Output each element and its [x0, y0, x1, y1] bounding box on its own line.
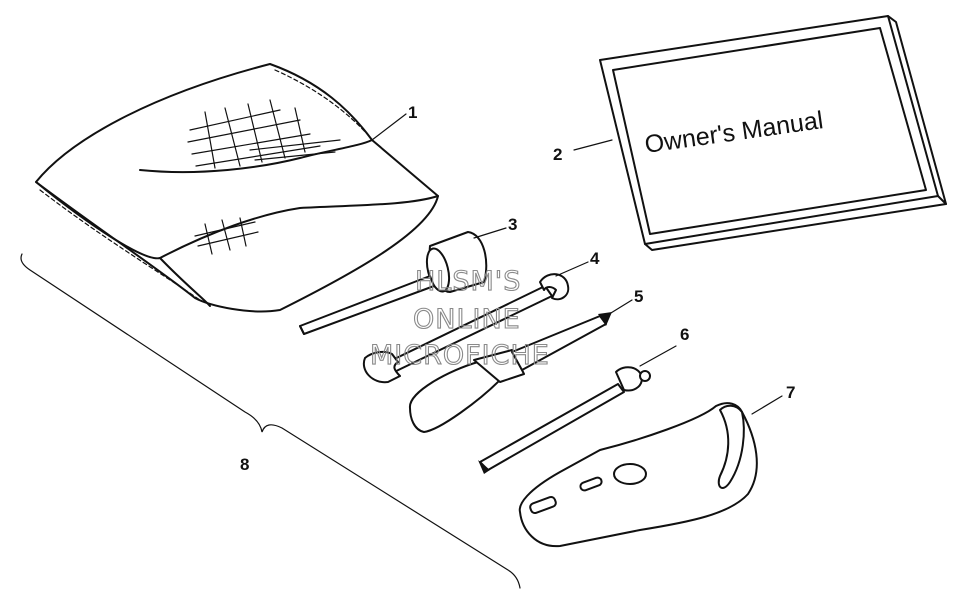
callout-1: 1: [408, 103, 417, 122]
leader-2: [573, 139, 613, 151]
leader-4: [555, 261, 589, 277]
callout-6: 6: [680, 325, 689, 344]
callout-2: 2: [553, 145, 562, 164]
watermark: HLSM'S ONLINE MICROFICHE: [369, 265, 550, 371]
spark-plug-wrench: [299, 231, 488, 335]
svg-text:ONLINE: ONLINE: [413, 304, 521, 335]
leader-5: [605, 299, 633, 317]
leader-3: [473, 227, 507, 239]
callout-8: 8: [240, 455, 249, 474]
spanner-wrench: [518, 402, 758, 548]
socket-extension-handle: [478, 366, 651, 474]
kit-bracket: [20, 253, 521, 589]
leader-7: [751, 395, 783, 415]
open-end-wrench: [362, 273, 570, 384]
screwdriver: [409, 312, 612, 433]
tool-pouch: [35, 63, 439, 313]
callout-7: 7: [786, 383, 795, 402]
callout-5: 5: [634, 287, 643, 306]
owners-manual: Owner's Manual: [599, 15, 947, 251]
svg-text:HLSM'S: HLSM'S: [415, 266, 521, 297]
leader-6: [639, 345, 677, 367]
callout-4: 4: [590, 249, 600, 268]
svg-text:MICROFICHE: MICROFICHE: [370, 340, 550, 371]
callout-3: 3: [508, 215, 517, 234]
leader-1: [371, 113, 407, 141]
